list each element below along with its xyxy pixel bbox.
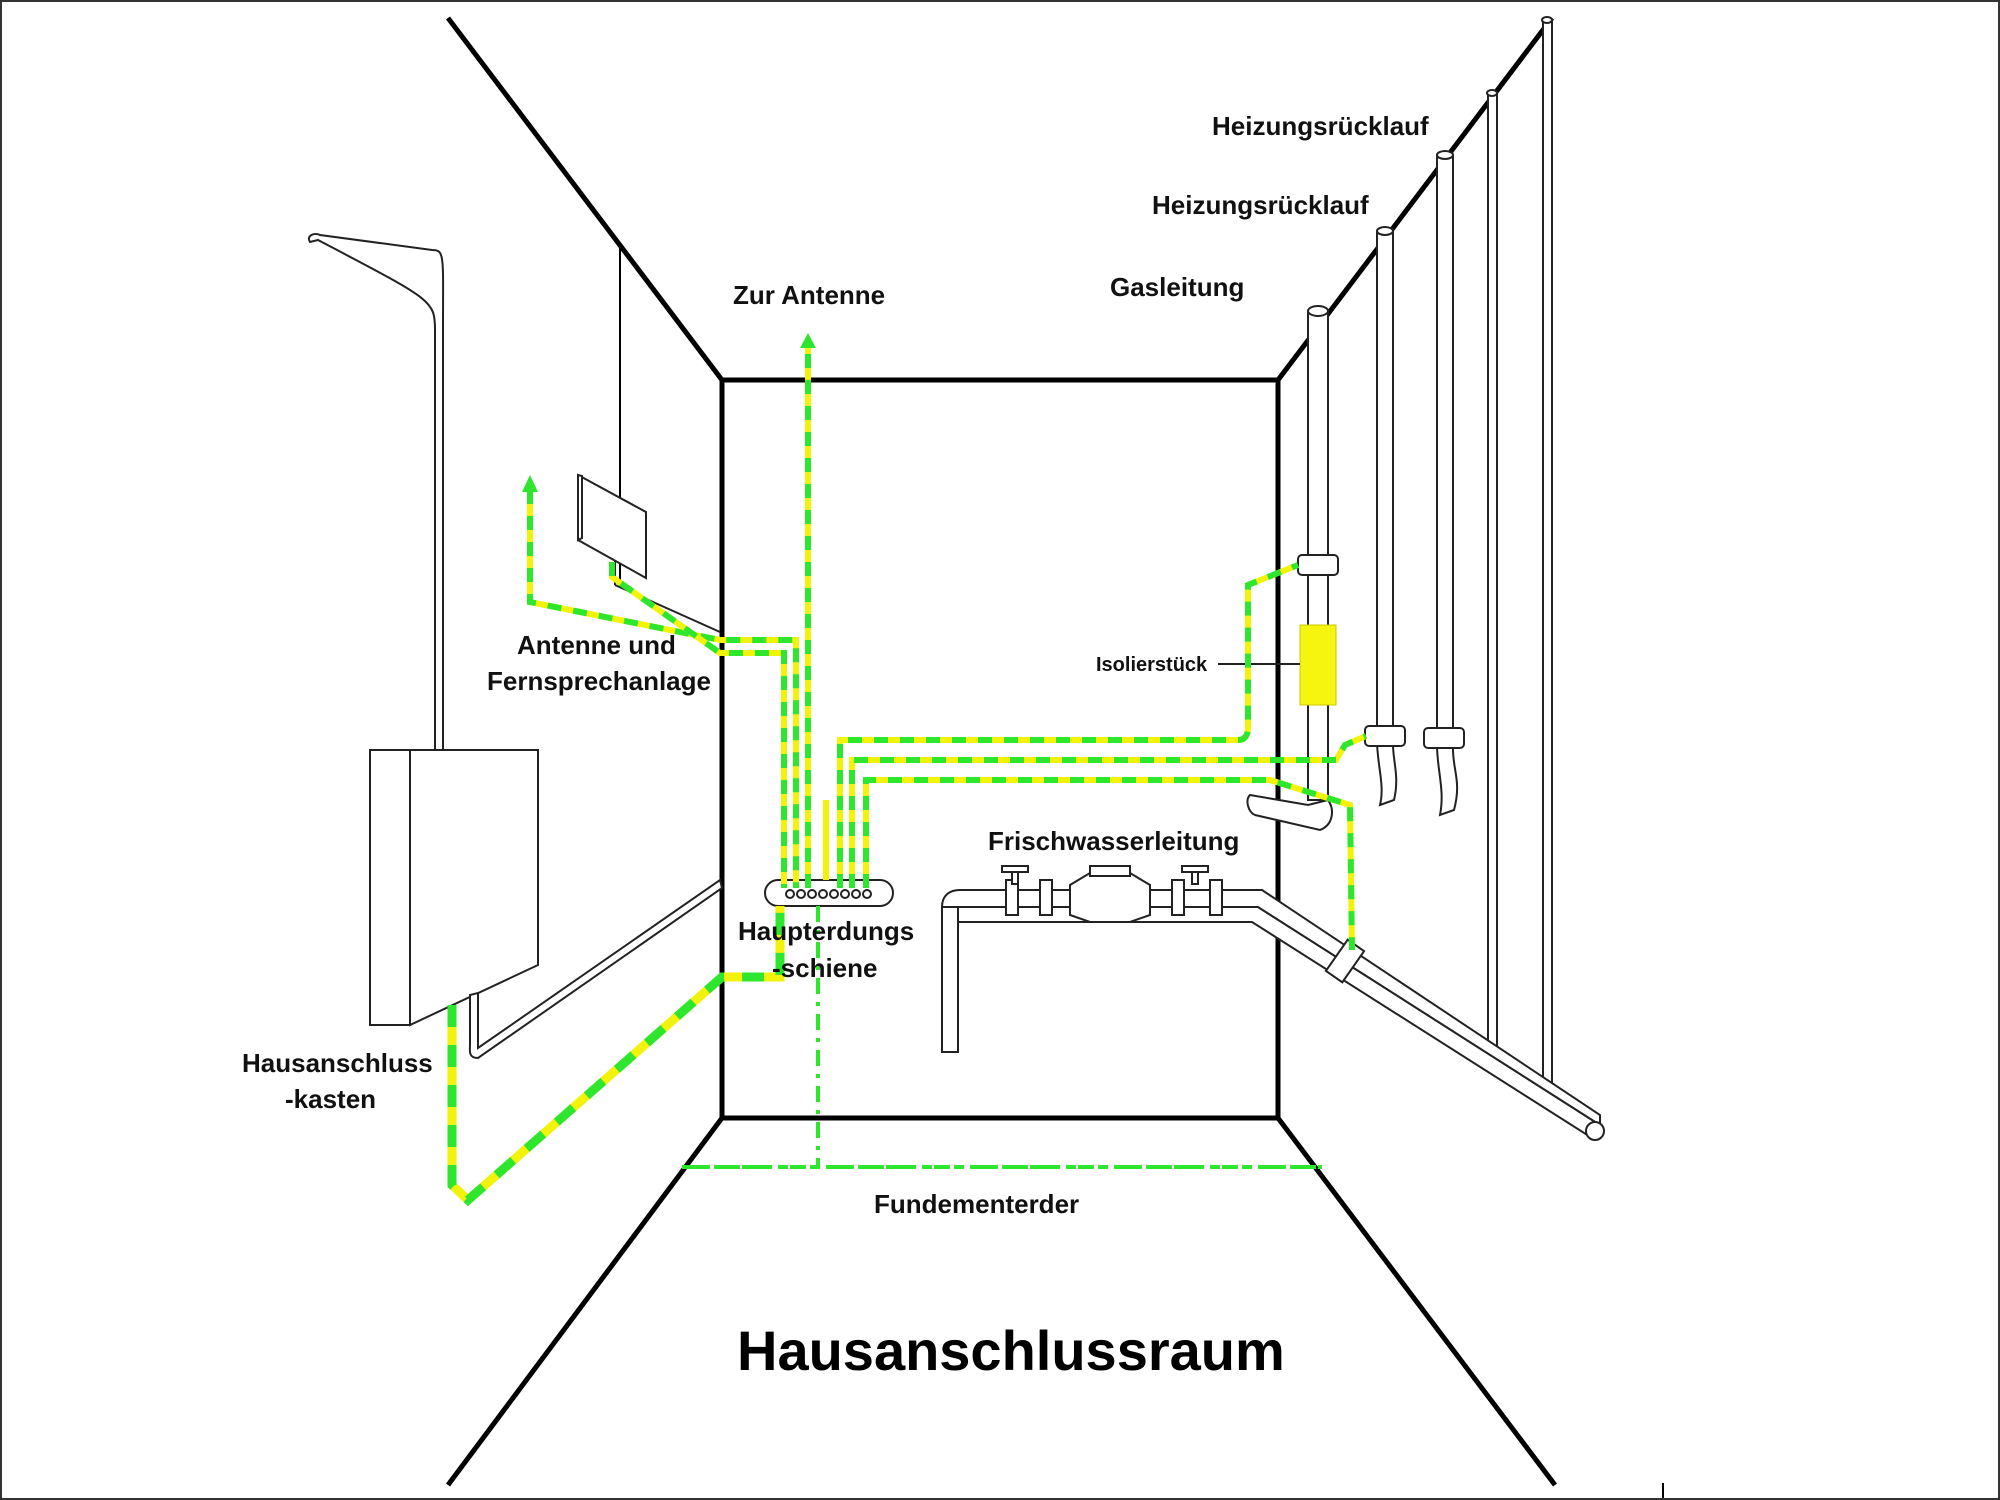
label-heating-return-1: Heizungsrücklauf (1212, 111, 1429, 141)
arrow-up-icon (522, 333, 816, 492)
heating-return-pipe-2 (1375, 226, 1398, 807)
foundation-ground-electrode (682, 906, 1322, 1169)
right-wall-pipes (1486, 16, 1553, 1096)
house-connection-box (308, 232, 724, 1060)
page-title: Hausanschlussraum (737, 1319, 1285, 1382)
back-wall (719, 377, 1281, 1121)
label-fresh-water: Frischwasserleitung (988, 826, 1239, 856)
water-pipe-clamp (1324, 938, 1366, 984)
label-main-ground-line2: -schiene (772, 953, 878, 983)
label-heating-return-2: Heizungsrücklauf (1152, 190, 1369, 220)
heating-return-pipe-1 (1435, 150, 1459, 817)
valve-handle-icon (1001, 865, 1209, 885)
label-antenna-line2: Fernsprechanlage (487, 666, 711, 696)
water-meter (1005, 865, 1223, 923)
grounding-conductors (447, 345, 1368, 1207)
label-house-box-line1: Hausanschluss (242, 1048, 433, 1078)
floor-edge-right (1276, 1116, 1557, 1487)
label-gas-pipe: Gasleitung (1110, 272, 1244, 302)
pipe-clamp-icon (1297, 554, 1465, 749)
antenna-phone-box (577, 473, 721, 633)
label-house-box-line2: -kasten (285, 1084, 376, 1114)
isolator-piece (1299, 624, 1337, 706)
label-main-ground-line1: Haupterdungs (738, 916, 914, 946)
label-isolator: Isolierstück (1096, 654, 1208, 676)
label-to-antenna: Zur Antenne (733, 280, 885, 310)
floor-edge-left (445, 1116, 725, 1487)
fresh-water-pipe (940, 889, 1605, 1141)
label-foundation-electrode: Fundementerder (874, 1189, 1079, 1219)
label-antenna-line1: Antenne und (517, 630, 676, 660)
ceiling-edge-left (446, 16, 724, 382)
